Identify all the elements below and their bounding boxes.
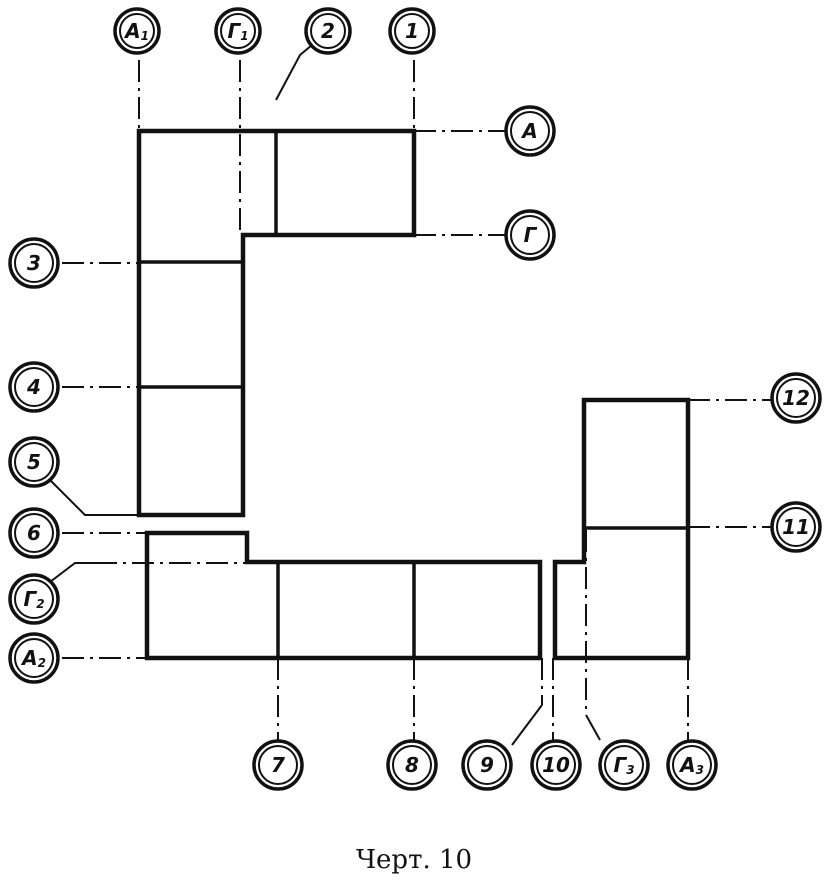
axis-bubble-6: 6 xyxy=(8,507,60,559)
axis-bubble-8: 8 xyxy=(386,739,438,791)
axis-label-1: 1 xyxy=(405,19,419,43)
axis-label-11: 11 xyxy=(782,515,810,539)
axis-label-9: 9 xyxy=(480,753,494,777)
svg-text:Г3: Г3 xyxy=(613,753,634,777)
axis-label-5: 5 xyxy=(27,450,41,474)
axis-label-G3-sub: 3 xyxy=(626,763,634,777)
axis-label-7: 7 xyxy=(271,753,285,777)
axis-bubble-1: 1 xyxy=(388,7,436,55)
svg-text:Г1: Г1 xyxy=(227,19,248,43)
axis-bubbles: А1 Г1 2 1 А Г 3 4 5 6 Г2 А2 7 8 9 10 Г3 … xyxy=(8,7,822,791)
axis-bubble-12: 12 xyxy=(770,372,822,424)
leader-9 xyxy=(511,704,543,746)
axis-label-8: 8 xyxy=(405,753,419,777)
svg-text:Г2: Г2 xyxy=(23,587,44,611)
svg-text:А3: А3 xyxy=(678,753,704,777)
axis-bubble-A: А xyxy=(504,105,556,157)
wall-lower-outline xyxy=(144,530,543,661)
wall-right-outline xyxy=(552,397,691,661)
axis-bubble-G1: Г1 xyxy=(214,7,262,55)
axis-bubble-2: 2 xyxy=(304,7,352,55)
axis-label-A1: А xyxy=(123,19,140,43)
axis-label-10: 10 xyxy=(542,753,570,777)
svg-text:А1: А1 xyxy=(123,19,149,43)
axis-label-4: 4 xyxy=(26,375,41,399)
leader-G2 xyxy=(49,562,95,583)
axis-label-G1-sub: 1 xyxy=(240,29,248,43)
axis-bubble-G3: Г3 xyxy=(598,739,650,791)
axis-bubble-9: 9 xyxy=(461,739,513,791)
axis-label-A3-sub: 3 xyxy=(696,763,704,777)
axis-label-G: Г xyxy=(524,223,538,247)
axis-label-A3: А xyxy=(678,753,695,777)
axis-label-A2-sub: 2 xyxy=(38,656,46,670)
axis-bubble-5: 5 xyxy=(8,436,60,488)
leader-lines xyxy=(49,44,601,746)
leader-G3 xyxy=(585,714,601,741)
leader-5 xyxy=(49,479,148,516)
axis-label-G2-sub: 2 xyxy=(36,597,44,611)
axis-bubble-10: 10 xyxy=(530,739,582,791)
axis-label-3: 3 xyxy=(27,251,41,275)
figure-caption: Черт. 10 xyxy=(355,845,473,875)
axis-label-A1-sub: 1 xyxy=(141,29,149,43)
axis-bubble-G2: Г2 xyxy=(8,573,60,625)
leader-2 xyxy=(275,44,313,101)
axis-label-2: 2 xyxy=(321,19,335,43)
axis-bubble-3: 3 xyxy=(8,237,60,289)
building-walls xyxy=(136,128,691,661)
wall-upper-outline xyxy=(136,128,417,518)
axis-label-G1: Г xyxy=(227,19,241,43)
axis-label-12: 12 xyxy=(782,386,810,410)
axis-label-G2: Г xyxy=(23,587,37,611)
axis-bubble-A3: А3 xyxy=(666,739,718,791)
axis-lines xyxy=(62,60,772,740)
axis-label-A: А xyxy=(520,119,537,143)
axis-label-A2: А xyxy=(20,646,37,670)
svg-text:А2: А2 xyxy=(20,646,46,670)
axis-bubble-A1: А1 xyxy=(113,7,161,55)
axis-bubble-7: 7 xyxy=(252,739,304,791)
axis-bubble-A2: А2 xyxy=(8,632,60,684)
axis-bubble-11: 11 xyxy=(770,501,822,553)
axis-label-6: 6 xyxy=(27,521,41,545)
axis-bubble-4: 4 xyxy=(8,361,60,413)
axis-label-G3: Г xyxy=(613,753,627,777)
axis-bubble-G: Г xyxy=(504,209,556,261)
